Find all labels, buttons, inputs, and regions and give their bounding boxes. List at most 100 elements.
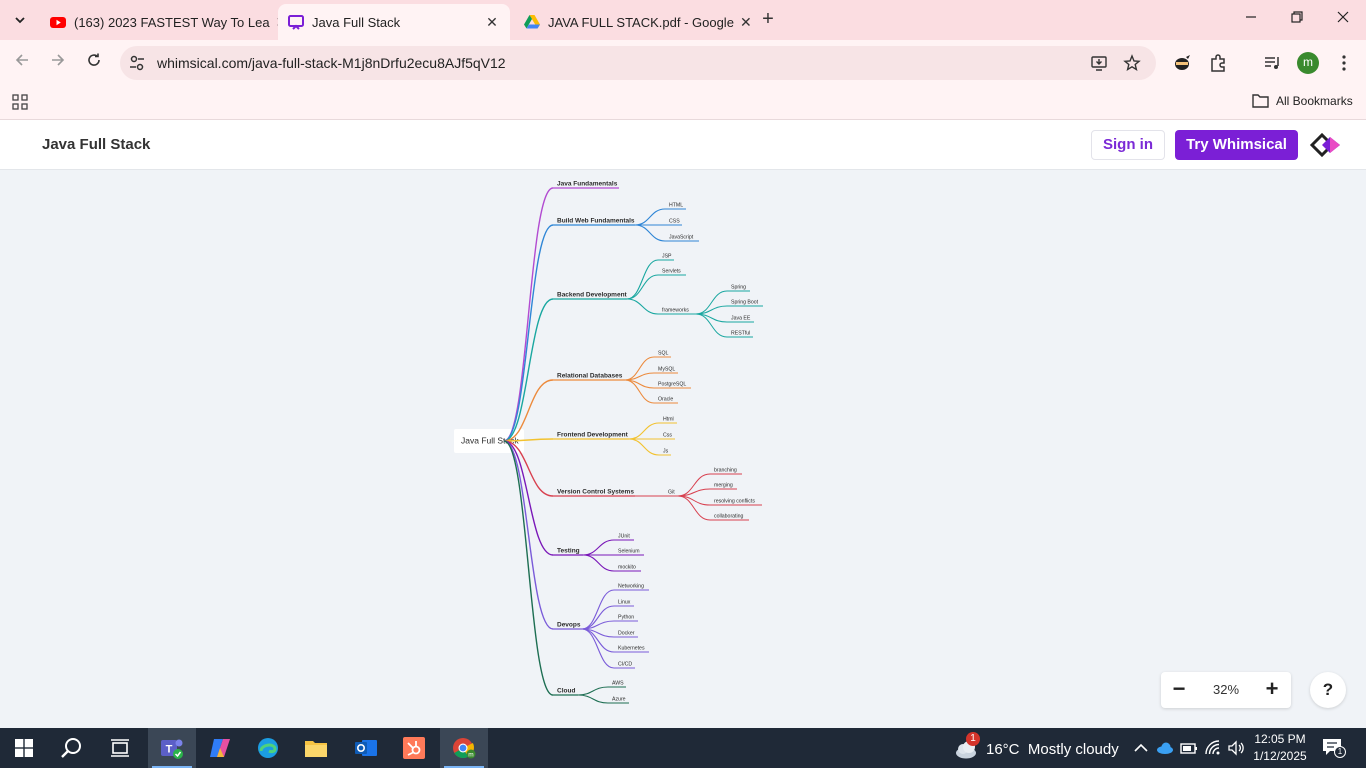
- leaf-js-connector: [628, 438, 660, 456]
- tab-title: Java Full Stack: [312, 14, 401, 30]
- extensions-icon[interactable]: [1208, 53, 1228, 73]
- volume-icon[interactable]: [1227, 739, 1245, 757]
- edge-icon: [258, 738, 278, 758]
- taskbar-outlook[interactable]: [342, 728, 390, 768]
- tab-search-button[interactable]: [8, 8, 32, 32]
- leaf-aws-label: AWS: [612, 680, 624, 686]
- leaf-collaborating-label: collaborating: [714, 513, 744, 519]
- branch-cloud-connector: [503, 440, 554, 696]
- address-bar[interactable]: whimsical.com/java-full-stack-M1j8nDrfu2…: [120, 46, 1156, 80]
- taskbar-edge[interactable]: [244, 728, 292, 768]
- outlook-icon: [355, 740, 377, 756]
- notification-center-button[interactable]: 1: [1322, 738, 1346, 758]
- leaf-js-label: Js: [663, 448, 669, 454]
- taskbar-file-explorer[interactable]: [292, 728, 340, 768]
- leaf-oracle-connector: [624, 379, 655, 404]
- hubspot-icon: [403, 737, 425, 759]
- task-view-button[interactable]: [96, 728, 144, 768]
- branch-devops-label: Devops: [557, 622, 581, 629]
- tab-whimsical[interactable]: Java Full Stack ✕: [278, 4, 510, 40]
- forward-button[interactable]: [47, 52, 69, 74]
- leaf-jsp-label: JSP: [662, 253, 672, 259]
- leaf-html-connector: [628, 422, 660, 440]
- branch-relational-databases-label: Relational Databases: [557, 373, 623, 380]
- branch-devops-connector: [503, 440, 554, 630]
- sign-in-button[interactable]: Sign in: [1091, 130, 1165, 160]
- install-app-icon[interactable]: [1090, 54, 1108, 72]
- leaf-ci-cd-label: CI/CD: [618, 661, 632, 667]
- restore-button[interactable]: [1287, 10, 1307, 30]
- leaf-selenium-label: Selenium: [618, 548, 640, 554]
- all-bookmarks-button[interactable]: All Bookmarks: [1252, 93, 1353, 108]
- all-bookmarks-label: All Bookmarks: [1276, 93, 1353, 108]
- close-icon[interactable]: ✕: [739, 13, 752, 30]
- leaf-servlets-label: Servlets: [662, 268, 681, 274]
- wifi-icon[interactable]: [1204, 739, 1222, 757]
- onedrive-icon[interactable]: [1156, 739, 1174, 757]
- media-control-icon[interactable]: [1262, 53, 1282, 73]
- minimize-button[interactable]: [1241, 10, 1261, 30]
- zoom-in-button[interactable]: +: [1265, 676, 1279, 701]
- clock-date: 1/12/2025: [1253, 749, 1307, 763]
- svg-text:m: m: [468, 752, 473, 759]
- leaf-kubernetes-label: Kubernetes: [618, 645, 645, 651]
- extension-ninja-icon[interactable]: [1172, 53, 1192, 73]
- taskbar-teams[interactable]: T: [148, 728, 196, 768]
- url-text[interactable]: whimsical.com/java-full-stack-M1j8nDrfu2…: [157, 55, 506, 71]
- leaf-css-label: Css: [663, 432, 672, 438]
- profile-avatar[interactable]: m: [1297, 52, 1319, 74]
- taskbar-copilot[interactable]: [196, 728, 244, 768]
- leaf-html-connector: [634, 208, 666, 226]
- whimsical-icon: [288, 15, 304, 30]
- whimsical-logo-icon[interactable]: [1309, 132, 1342, 158]
- leaf-mysql-label: MySQL: [658, 366, 675, 372]
- taskbar-search-button[interactable]: [48, 728, 96, 768]
- start-button[interactable]: [0, 728, 48, 768]
- leaf-frameworks-label: frameworks: [662, 307, 689, 313]
- system-clock[interactable]: 12:05 PM 1/12/2025: [1252, 731, 1308, 765]
- leaf-collaborating-connector: [677, 495, 711, 521]
- new-tab-button[interactable]: +: [762, 8, 774, 30]
- battery-icon[interactable]: [1180, 739, 1198, 757]
- branch-frontend-development-label: Frontend Development: [557, 432, 629, 439]
- tab-google-drive[interactable]: JAVA FULL STACK.pdf - Google ✕: [514, 4, 752, 40]
- leaf-css-label: CSS: [669, 218, 680, 224]
- copilot-icon: [210, 739, 230, 757]
- reload-button[interactable]: [83, 52, 105, 74]
- leaf-docker-label: Docker: [618, 630, 635, 636]
- help-button[interactable]: ?: [1310, 672, 1346, 708]
- page-title: Java Full Stack: [42, 136, 151, 153]
- more-menu-icon[interactable]: [1334, 53, 1354, 73]
- branch-build-web-fundamentals-label: Build Web Fundamentals: [557, 218, 635, 225]
- root-node: [454, 429, 524, 453]
- zoom-level[interactable]: 32%: [1212, 682, 1240, 697]
- branch-cloud-label: Cloud: [557, 688, 575, 695]
- browser-tab-bar: (163) 2023 FASTEST Way To Lea ✕ Java Ful…: [0, 0, 1366, 40]
- close-window-button[interactable]: [1333, 10, 1353, 30]
- close-icon[interactable]: ✕: [486, 13, 498, 30]
- try-whimsical-button[interactable]: Try Whimsical: [1175, 130, 1298, 160]
- apps-grid-icon[interactable]: [12, 94, 28, 110]
- chevron-up-icon[interactable]: [1132, 739, 1150, 757]
- leaf-junit-connector: [582, 539, 615, 556]
- branch-testing-connector: [503, 440, 554, 556]
- search-icon: [61, 738, 81, 758]
- star-icon[interactable]: [1123, 54, 1141, 72]
- leaf-linux-label: Linux: [618, 599, 631, 605]
- leaf-javascript-label: JavaScript: [669, 234, 694, 240]
- leaf-resolving-conflicts-label: resolving conflicts: [714, 498, 755, 504]
- file-explorer-icon: [305, 741, 327, 757]
- weather-badge: 1: [966, 732, 980, 746]
- browser-toolbar: whimsical.com/java-full-stack-M1j8nDrfu2…: [0, 40, 1366, 86]
- chrome-icon: m: [453, 738, 476, 759]
- tab-youtube[interactable]: (163) 2023 FASTEST Way To Lea ✕: [40, 4, 287, 40]
- taskbar-hubspot[interactable]: [390, 728, 438, 768]
- tab-title: (163) 2023 FASTEST Way To Lea: [74, 14, 270, 30]
- task-view-icon: [111, 739, 129, 757]
- taskbar-chrome[interactable]: m: [440, 728, 488, 768]
- back-button[interactable]: [11, 52, 33, 74]
- branch-backend-development-connector: [503, 298, 554, 442]
- zoom-out-button[interactable]: −: [1172, 676, 1186, 701]
- weather-widget[interactable]: 1 16°C Mostly cloudy: [954, 732, 1119, 760]
